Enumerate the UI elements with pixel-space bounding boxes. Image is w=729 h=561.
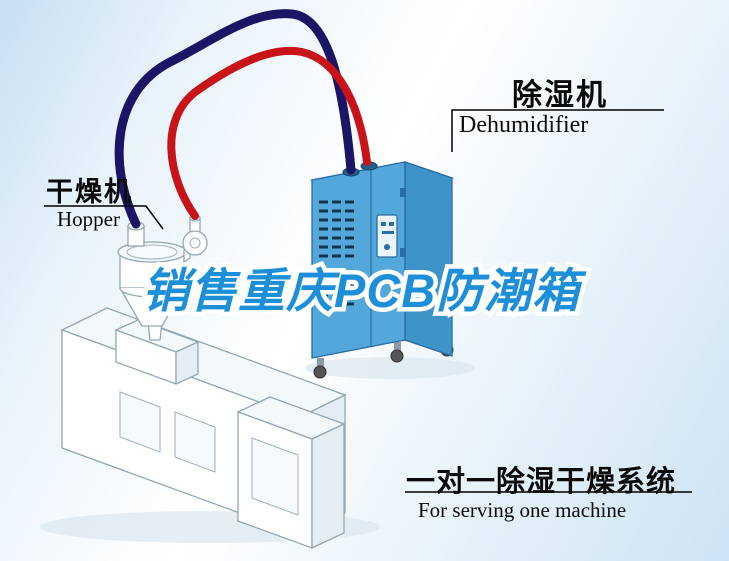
- hopper-lid-inner: [126, 244, 178, 260]
- system-label-en: For serving one machine: [418, 498, 627, 522]
- dehumidifier-label-en: Dehumidifier: [459, 112, 589, 138]
- door-hinge: [400, 188, 406, 197]
- watermark-fill: 销售重庆PCB防潮箱: [142, 264, 581, 317]
- machine-panel: [119, 391, 161, 453]
- caster-wheel: [313, 365, 327, 379]
- hopper-label-zh: 干燥机: [46, 177, 133, 207]
- hopper-blower-hub: [189, 237, 201, 249]
- machine-panel: [174, 411, 216, 473]
- dehumidifier-shadow: [305, 357, 475, 379]
- system-label-zh: 一对一除湿干燥系统: [406, 466, 677, 498]
- cabinet-side-face: [404, 161, 453, 357]
- dehumidifier-cabinet: [309, 161, 455, 379]
- hopper-leader-line: [44, 205, 164, 230]
- panel-knob: [384, 244, 390, 250]
- door-hinge: [400, 248, 406, 257]
- watermark-text: 销售重庆PCB防潮箱 销售重庆PCB防潮箱: [137, 252, 583, 322]
- watermark-outline: 销售重庆PCB防潮箱: [137, 260, 583, 322]
- machine-panel: [251, 437, 299, 516]
- caster-wheel: [390, 349, 404, 363]
- vent-grid-lower: [319, 284, 354, 306]
- dehumidifier-label-zh: 除湿机: [512, 79, 608, 112]
- pipe-red: [167, 46, 371, 220]
- hopper-label-en: Hopper: [57, 207, 120, 231]
- vent-grid-upper: [319, 200, 354, 258]
- extruder-machine: [60, 307, 347, 550]
- leader-lines: [44, 109, 692, 493]
- air-hoses: [114, 9, 371, 229]
- dehumidifier-leader-line: [451, 109, 664, 152]
- control-panel: [376, 214, 398, 258]
- hopper-body-bottom: [119, 287, 185, 298]
